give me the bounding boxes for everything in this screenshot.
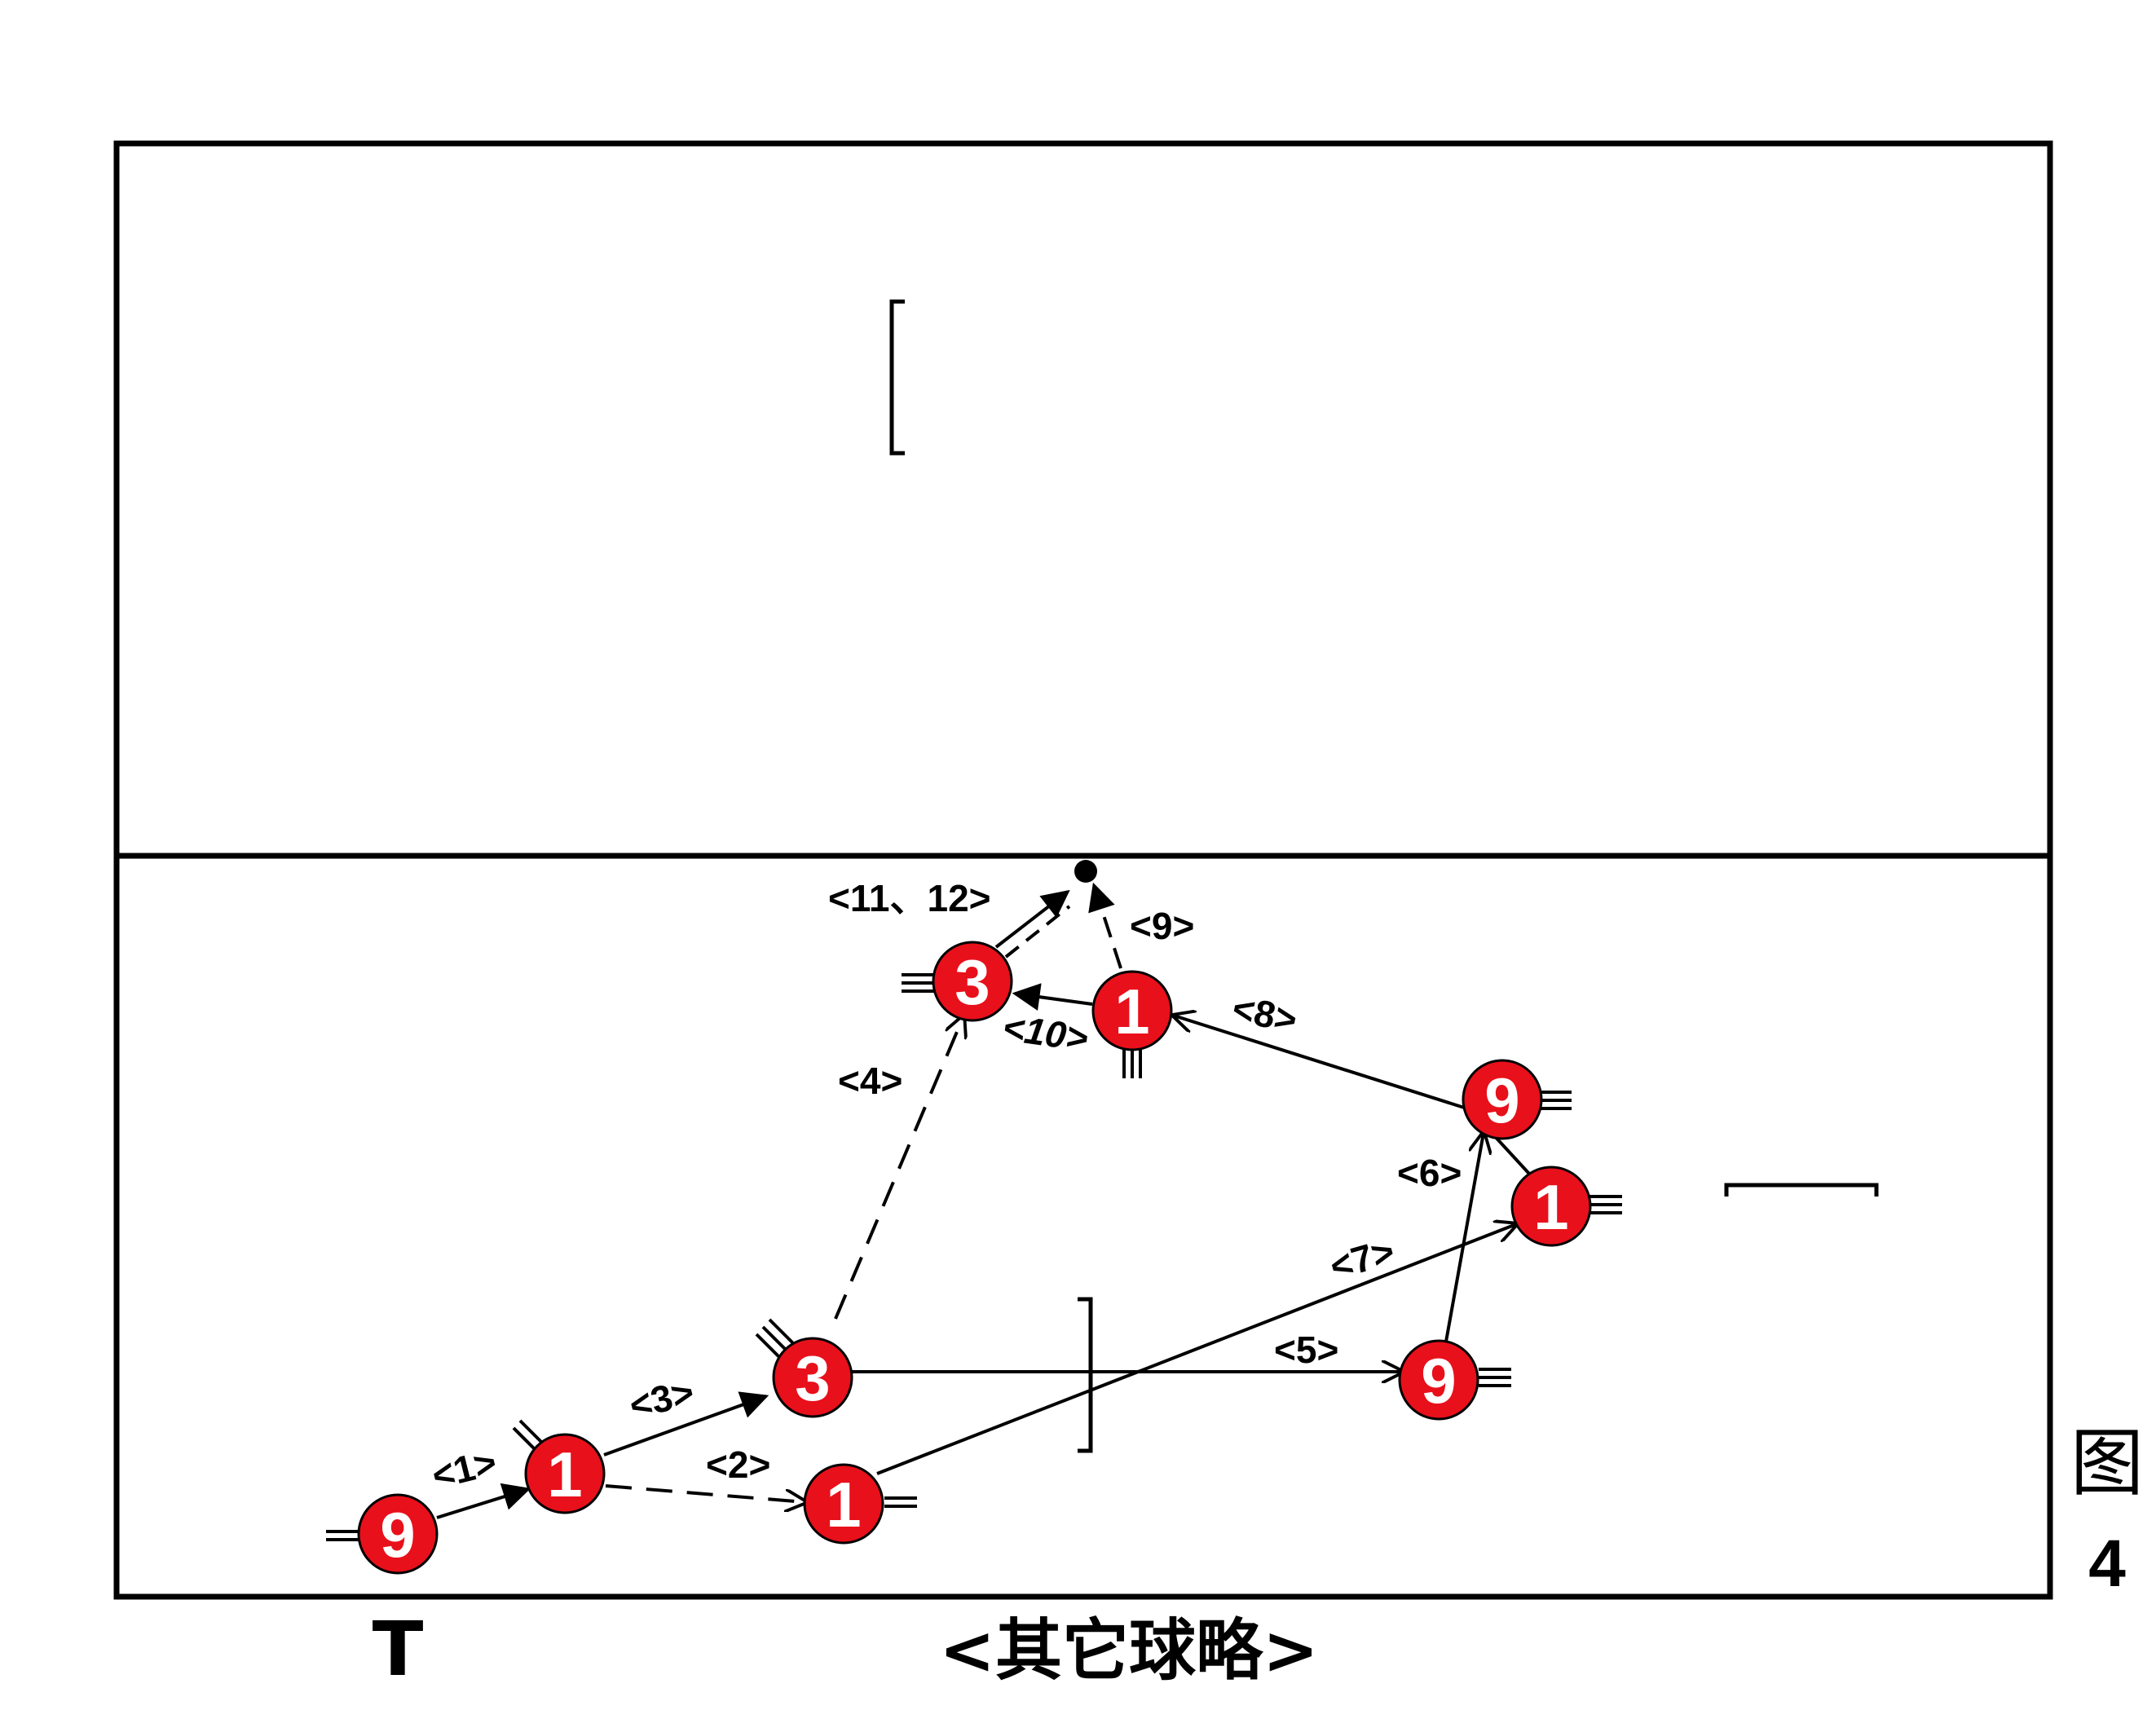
player-1-c: 1 [1510,1166,1592,1247]
step-label-9: <9> [1130,905,1194,947]
ticks-p1c [1589,1195,1622,1214]
movement-lines [436,882,1531,1519]
step-label-2: <2> [706,1443,770,1486]
player-number: 1 [1114,976,1149,1047]
middle-bracket [1078,1297,1093,1453]
court-outline [113,140,2053,1600]
player-number: 3 [955,946,990,1018]
path-step-4 [834,1016,963,1320]
ticks-p3a [755,1318,796,1360]
ticks-p9a [326,1530,359,1541]
ticks-p1a [512,1419,545,1452]
step-label-7: <7> [1325,1229,1400,1288]
path-step-10 [1012,983,1093,1011]
player-number: 9 [1421,1345,1456,1417]
step-label-4: <4> [838,1060,902,1102]
player-1-d: 1 [1091,970,1173,1051]
path-step-6 [1444,1133,1484,1342]
path-step-6b [1490,1131,1531,1175]
ticks-p1d [1122,1046,1142,1078]
step-label-6: <6> [1397,1152,1462,1194]
player-9-c: 9 [1462,1059,1543,1140]
step-label-1: <1> [428,1440,501,1497]
path-step-11 [994,889,1070,949]
figure-number: 4 [2088,1527,2126,1601]
diagram-caption: <其它球略> [939,1612,1318,1690]
player-3-b: 3 [932,941,1013,1022]
path-step-7 [876,1224,1516,1475]
court [113,140,2053,1600]
path-step-1 [436,1483,531,1519]
player-1-b: 1 [803,1463,884,1545]
ticks-p9c [1539,1091,1572,1110]
step-label-8: <8> [1228,986,1300,1041]
right-bracket [1724,1183,1879,1197]
path-step-9 [1088,882,1122,969]
player-number: 1 [1533,1171,1568,1243]
step-label-11-12: <11、12> [828,877,991,919]
player-number: 9 [1484,1064,1519,1136]
upper-bracket [889,299,905,456]
ticks-p3b [902,973,934,993]
player-9-b: 9 [1398,1339,1479,1421]
player-number: 1 [826,1469,861,1540]
player-1-a: 1 [524,1433,606,1514]
player-3-a: 3 [772,1337,853,1418]
tick-marks [326,973,1622,1541]
player-number: 3 [795,1342,830,1414]
path-step-3 [603,1391,769,1457]
tee-mark: T [373,1606,424,1693]
path-step-2 [605,1484,805,1502]
figure-label: 图 [2070,1421,2144,1506]
step-label-3: <3> [625,1370,699,1427]
path-step-8 [1174,1016,1509,1123]
step-label-10: <10> [1000,1006,1091,1060]
ticks-p1b [884,1496,917,1508]
player-number: 9 [380,1499,415,1571]
player-number: 1 [547,1439,582,1510]
step-label-5: <5> [1274,1329,1338,1371]
ball [1074,860,1097,883]
bracket-markers [889,299,1879,1453]
path-step-12 [1004,905,1071,959]
ticks-p9b [1479,1368,1511,1387]
player-9-start: 9 [357,1493,439,1575]
players: 9 1 1 3 9 1 9 1 [357,941,1592,1575]
